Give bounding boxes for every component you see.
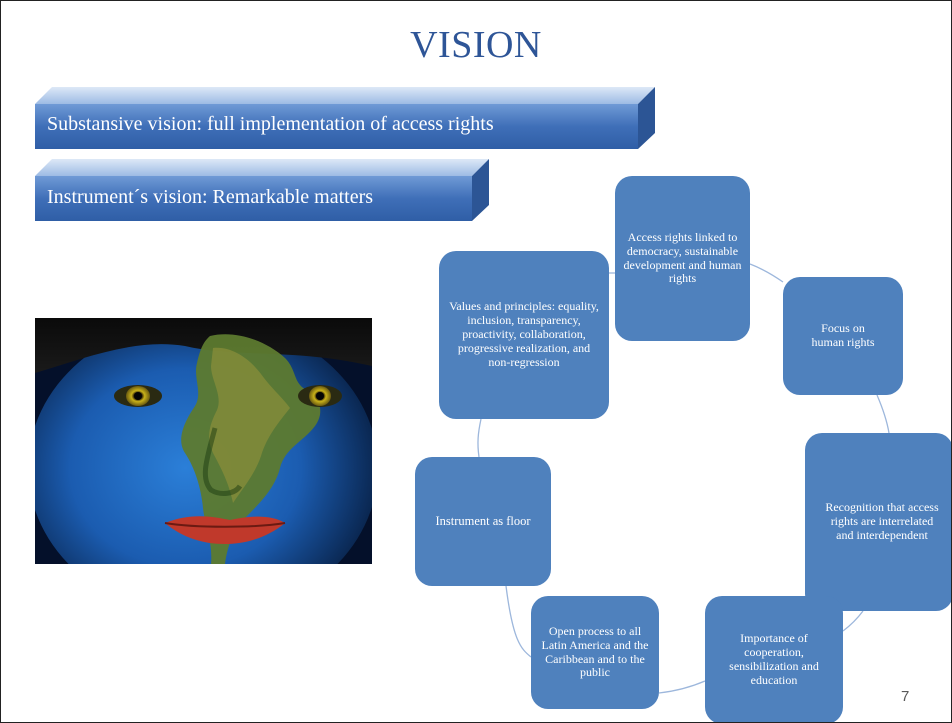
page-number: 7 bbox=[901, 688, 910, 705]
substantive-vision-banner: Substansive vision: full implementation … bbox=[35, 87, 685, 149]
instrument-vision-banner: Instrument´s vision: Remarkable matters bbox=[35, 159, 495, 221]
banner-3d-shape bbox=[35, 159, 489, 221]
slide-title: VISION bbox=[410, 24, 542, 66]
cycle-node-cooperation: Importance of cooperation, sensibilizati… bbox=[705, 596, 843, 722]
face-map-illustration bbox=[35, 318, 372, 564]
painted-face-photo bbox=[35, 318, 372, 564]
banner-3d-shape bbox=[35, 87, 655, 149]
cycle-node-open-process: Open process to all Latin America and th… bbox=[531, 596, 659, 709]
cycle-node-values-principles: Values and principles: equality, inclusi… bbox=[439, 251, 609, 419]
instrument-vision-text: Instrument´s vision: Remarkable matters bbox=[47, 186, 374, 208]
cycle-node-instrument-floor: Instrument as floor bbox=[415, 457, 551, 586]
cycle-node-democracy: Access rights linked to democracy, susta… bbox=[615, 176, 750, 341]
cycle-node-interrelated: Recognition that access rights are inter… bbox=[805, 433, 951, 611]
substantive-vision-text: Substansive vision: full implementation … bbox=[47, 113, 494, 135]
cycle-node-human-rights: Focus on human rights bbox=[783, 277, 903, 395]
